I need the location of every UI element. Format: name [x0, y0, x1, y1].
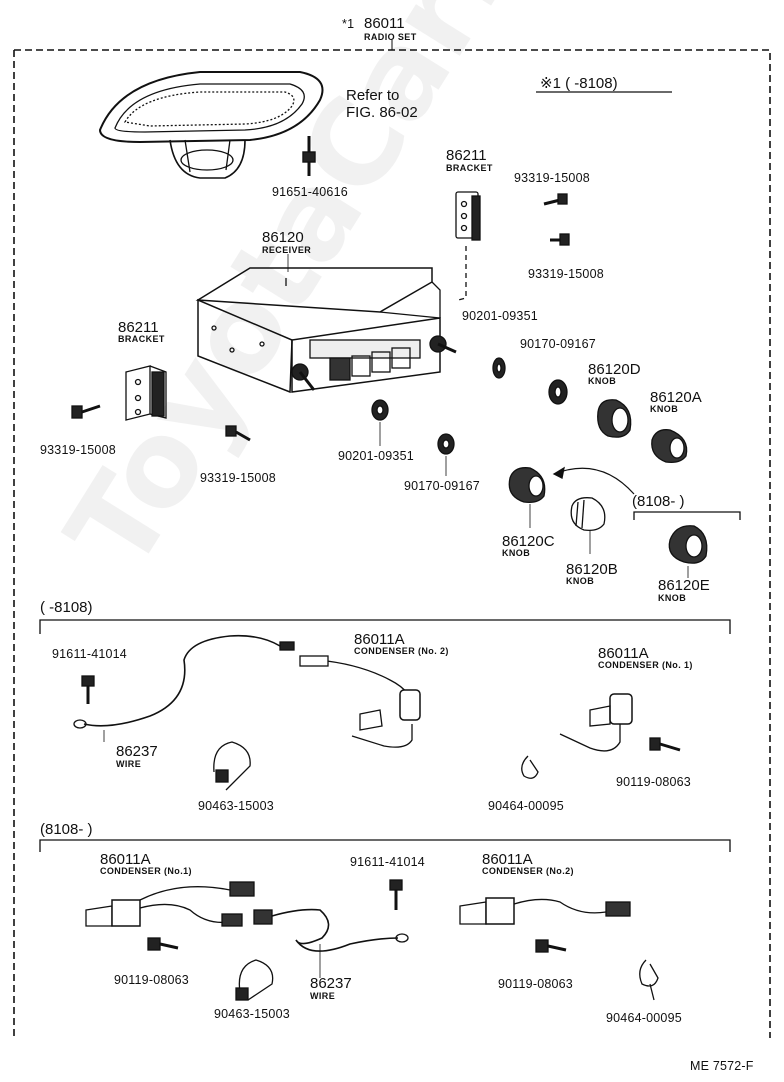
note-box-label: ※1 ( -8108) [540, 75, 618, 92]
section-2-clamp-label: 90463-15003 [214, 1007, 290, 1021]
wire-86237-a-drawing [73, 634, 295, 729]
part-label-90170-b: 90170-09167 [404, 479, 480, 493]
part-label-93319-b: 93319-15008 [528, 267, 604, 281]
header-part-name: RADIO SET [364, 32, 417, 42]
clip-90464-b-drawing [639, 959, 659, 1001]
header-note-mark: *1 [342, 17, 355, 31]
knob-a-number: 86120A [650, 389, 702, 406]
knob-b-number: 86120B [566, 561, 618, 578]
receiver-drawing [195, 267, 457, 394]
header-part-number: 86011 [364, 15, 405, 32]
condenser-1-b-drawing [85, 881, 255, 927]
bracket-right-name: BRACKET [446, 163, 493, 173]
knob-a-name: KNOB [650, 404, 679, 414]
clip-90464-a-drawing [521, 755, 539, 779]
knob-e-name: KNOB [658, 593, 687, 603]
section-1-condenser-2-number: 86011A [354, 631, 405, 648]
bracket-left-number: 86211 [118, 319, 159, 336]
knob-c-number: 86120C [502, 533, 555, 550]
section-1-range: ( -8108) [40, 599, 93, 616]
screw-93319-d-drawing [225, 425, 251, 442]
refer-line-2: FIG. 86-02 [346, 104, 418, 121]
section-2-bolt-label: 91611-41014 [350, 855, 425, 869]
section-1-wire-number: 86237 [116, 743, 158, 760]
knob-d-number: 86120D [588, 361, 641, 378]
section-2-wire-number: 86237 [310, 975, 352, 992]
section-2-range: (8108- ) [40, 821, 93, 838]
screw-93319-b-drawing [550, 233, 570, 246]
bracket-right-drawing [455, 191, 481, 301]
nut-90170-a-drawing [548, 379, 568, 405]
section-2-condenser-1-number: 86011A [100, 851, 151, 868]
radio-set-frame [13, 49, 771, 1038]
clamp-90463-a-drawing [213, 741, 251, 791]
receiver-number: 86120 [262, 229, 304, 246]
screw-91651-drawing [302, 136, 316, 176]
knob-d-drawing [597, 399, 632, 438]
section-1-clip-label: 90464-00095 [488, 799, 564, 813]
figure-code: ME 7572-F [690, 1059, 754, 1073]
bracket-left-drawing [125, 365, 167, 421]
part-label-93319-a: 93319-15008 [514, 171, 590, 185]
section-2-screw-a-label: 90119-08063 [114, 973, 189, 987]
washer-90201-b-drawing [371, 399, 389, 421]
replacement-arrow [553, 467, 635, 495]
condenser-1-a-drawing [559, 693, 633, 752]
section-1-condenser-1-name: CONDENSER (No. 1) [598, 660, 693, 670]
screw-93319-a-drawing [543, 193, 568, 206]
bolt-91611-b-drawing [389, 879, 403, 910]
part-label-90170-a: 90170-09167 [520, 337, 596, 351]
part-label-90201-b: 90201-09351 [338, 449, 414, 463]
knob-b-name: KNOB [566, 576, 595, 586]
knob-d-name: KNOB [588, 376, 617, 386]
section-1-condenser-2-name: CONDENSER (No. 2) [354, 646, 449, 656]
section-2-screw-b-label: 90119-08063 [498, 977, 573, 991]
section-1-bolt-label: 91611-41014 [52, 647, 127, 661]
bracket-right-number: 86211 [446, 147, 487, 164]
knob-e-range: (8108- ) [632, 493, 685, 510]
washer-90201-a-drawing [492, 357, 506, 379]
knob-a-drawing [651, 429, 688, 464]
section-1-condenser-1-number: 86011A [598, 645, 649, 662]
screw-90119-b-drawing [147, 937, 179, 951]
screw-93319-c-drawing [71, 404, 101, 419]
section-2-clip-label: 90464-00095 [606, 1011, 682, 1025]
bracket-left-name: BRACKET [118, 334, 165, 344]
section-2-condenser-2-name: CONDENSER (No.2) [482, 866, 574, 876]
part-label-93319-d: 93319-15008 [200, 471, 276, 485]
nut-90170-b-drawing [437, 433, 455, 455]
receiver-name: RECEIVER [262, 245, 312, 255]
bolt-91611-a-drawing [81, 675, 95, 704]
refer-line-1: Refer to [346, 87, 400, 104]
knob-e-drawing [668, 525, 708, 564]
knob-c-name: KNOB [502, 548, 531, 558]
condenser-2-a-drawing [299, 655, 421, 748]
part-label-93319-c: 93319-15008 [40, 443, 116, 457]
speaker-drawing [98, 71, 324, 179]
clamp-90463-b-drawing [235, 959, 274, 1001]
part-label-90201-a: 90201-09351 [462, 309, 538, 323]
wire-86237-b-drawing [253, 908, 409, 952]
section-2-condenser-2-number: 86011A [482, 851, 533, 868]
screw-90119-a-drawing [649, 737, 681, 752]
knob-c-drawing [508, 467, 546, 504]
knob-e-number: 86120E [658, 577, 710, 594]
section-1-wire-name: WIRE [116, 759, 142, 769]
knob-b-drawing [570, 497, 606, 532]
section-2-wire-name: WIRE [310, 991, 336, 1001]
condenser-2-b-drawing [459, 897, 631, 925]
section-1-clamp-label: 90463-15003 [198, 799, 274, 813]
screw-90119-c-drawing [535, 939, 567, 953]
section-1-screw-label: 90119-08063 [616, 775, 691, 789]
section-2-condenser-1-name: CONDENSER (No.1) [100, 866, 192, 876]
part-label-91651: 91651-40616 [272, 185, 348, 199]
